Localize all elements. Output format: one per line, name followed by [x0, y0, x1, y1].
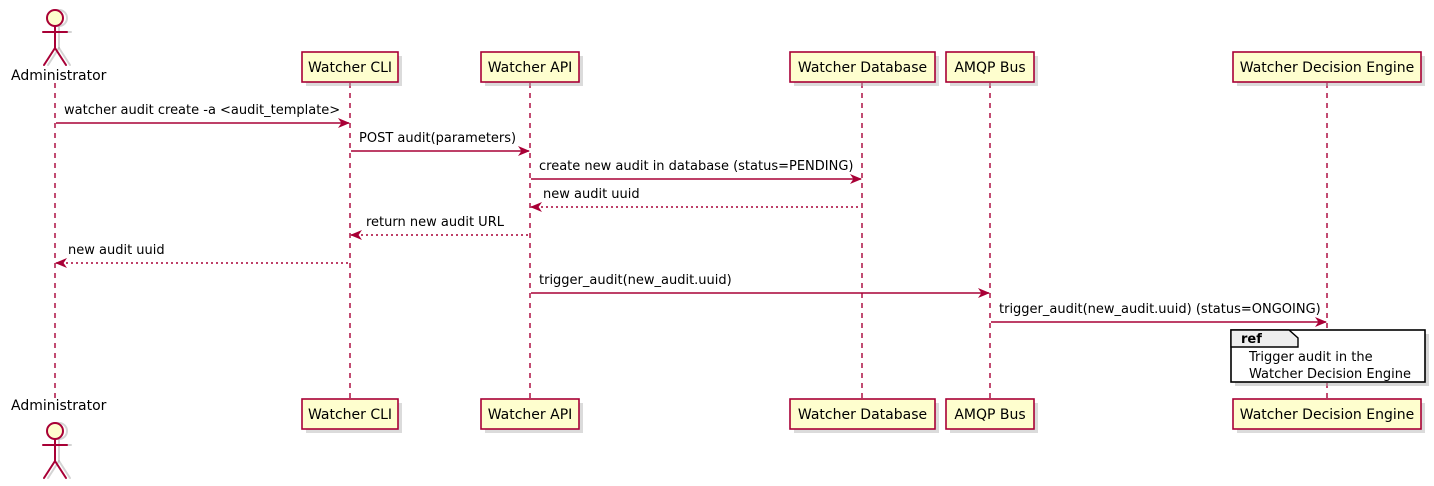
messages-group: watcher audit create -a <audit_template>… [55, 103, 1327, 327]
ref-text-line-2: Watcher Decision Engine [1249, 367, 1411, 382]
actor-label-administrator: Administrator [11, 68, 107, 84]
participant-box-watcher-decision-engine-bottom[interactable] [1232, 398, 1422, 430]
ref-tab-label: ref [1241, 332, 1262, 347]
participant-label-watcher-api-bottom: Watcher API [488, 407, 573, 423]
actor-shadow [58, 47, 71, 66]
participant-box-amqp-bus-top[interactable] [945, 51, 1035, 83]
message-label-1: watcher audit create -a <audit_template> [64, 103, 340, 118]
message-5[interactable]: return new audit URL [350, 215, 529, 240]
bottom-participants-group: Watcher CLI Watcher API Watcher Database AM… [301, 398, 1425, 433]
participant-box-watcher-cli-bottom[interactable] [301, 398, 399, 430]
actor-head-icon [46, 9, 64, 27]
message-label-2: POST audit(parameters) [359, 131, 516, 146]
actor-administrator-bottom[interactable]: Administrator [11, 398, 107, 479]
message-label-6: new audit uuid [68, 243, 165, 258]
participant-label-watcher-cli-top: Watcher CLI [308, 60, 392, 76]
message-label-7: trigger_audit(new_audit.uuid) [539, 273, 732, 288]
participant-label-watcher-database-top: Watcher Database [798, 60, 927, 76]
participant-box-watcher-api-top[interactable] [480, 51, 580, 83]
message-7[interactable]: trigger_audit(new_audit.uuid) [531, 273, 990, 298]
message-1[interactable]: watcher audit create -a <audit_template> [56, 103, 350, 128]
participant-box-watcher-api-bottom[interactable] [480, 398, 580, 430]
participant-label-watcher-database-bottom: Watcher Database [798, 407, 927, 423]
participant-box-watcher-database-top[interactable] [789, 51, 936, 83]
participant-box-watcher-decision-engine-top[interactable] [1232, 51, 1422, 83]
participant-label-watcher-cli-bottom: Watcher CLI [308, 407, 392, 423]
actor-body-stroke [54, 47, 67, 66]
ref-tab [1230, 329, 1299, 348]
actor-head-icon [46, 422, 64, 440]
participant-label-watcher-decision-engine-top: Watcher Decision Engine [1240, 60, 1414, 76]
message-6[interactable]: new audit uuid [55, 243, 349, 268]
actor-administrator-top[interactable]: Administrator [11, 9, 107, 84]
actor-label-administrator: Administrator [11, 398, 107, 414]
participant-box-watcher-cli-top[interactable] [301, 51, 399, 83]
message-label-3: create new audit in database (status=PEN… [539, 159, 854, 174]
message-3[interactable]: create new audit in database (status=PEN… [531, 159, 862, 184]
participant-label-watcher-decision-engine-bottom: Watcher Decision Engine [1240, 407, 1414, 423]
participant-label-watcher-api-top: Watcher API [488, 60, 573, 76]
ref-text-line-1: Trigger audit in the [1248, 350, 1373, 365]
actor-body-stroke [54, 460, 67, 479]
actor-shadow [58, 460, 71, 479]
participant-box-watcher-database-bottom[interactable] [789, 398, 936, 430]
message-label-5: return new audit URL [366, 215, 505, 230]
participant-box-amqp-bus-bottom[interactable] [945, 398, 1035, 430]
message-2[interactable]: POST audit(parameters) [351, 131, 530, 156]
message-label-8: trigger_audit(new_audit.uuid) (status=ON… [999, 302, 1321, 317]
lifelines-group [54, 83, 1328, 398]
top-participants-group: Watcher CLI Watcher API Watcher Database AM… [301, 51, 1425, 86]
message-8[interactable]: trigger_audit(new_audit.uuid) (status=ON… [991, 302, 1327, 327]
message-label-4: new audit uuid [543, 187, 640, 202]
participant-label-amqp-bus-bottom: AMQP Bus [954, 407, 1025, 423]
message-4[interactable]: new audit uuid [530, 187, 861, 212]
participant-label-amqp-bus-top: AMQP Bus [954, 60, 1025, 76]
actor-body-stroke [43, 460, 56, 479]
actor-body-stroke [43, 47, 56, 66]
